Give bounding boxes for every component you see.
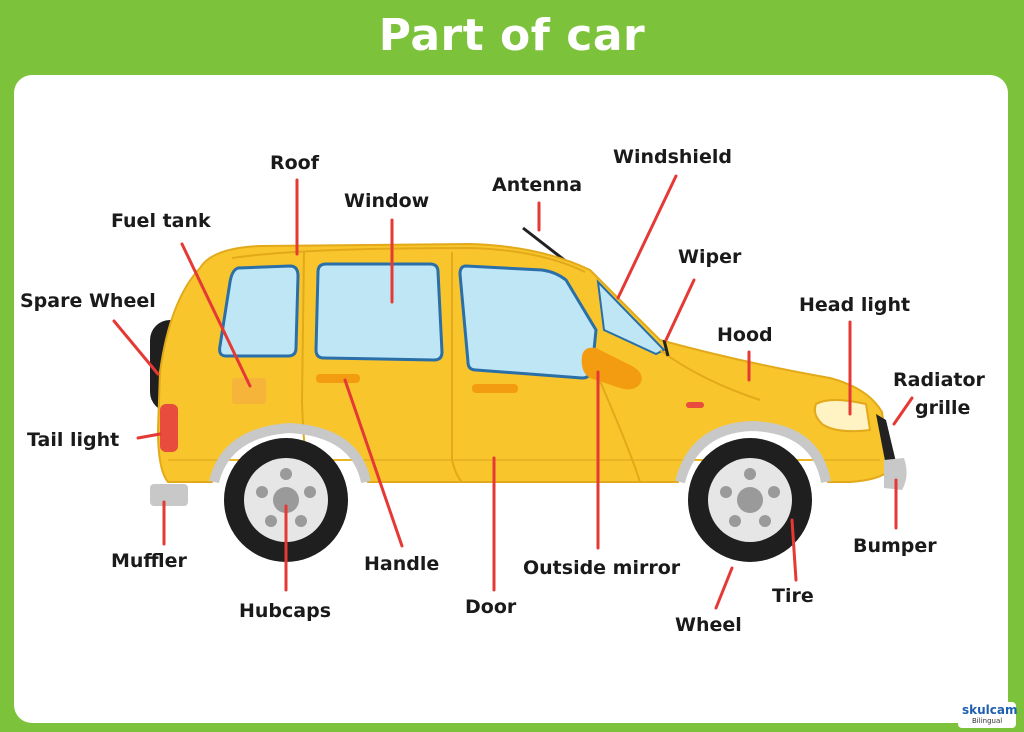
label-wiper: Wiper: [678, 246, 742, 268]
middle-window: [314, 262, 444, 362]
hood-line: [659, 349, 761, 401]
label-radiator-line2: grille: [915, 397, 971, 419]
fuel-tank-leader: [180, 242, 252, 388]
label-hubcaps: Hubcaps: [239, 600, 332, 622]
radiator-grille-shape: [876, 414, 896, 466]
label-spare-wheel: Spare Wheel: [20, 290, 156, 312]
wiper-leader: [664, 278, 696, 342]
label-hood: Hood: [717, 324, 773, 346]
label-tail-light: Tail light: [27, 429, 120, 451]
windshield-glass: [596, 279, 666, 356]
rear-handle-shape: [316, 374, 360, 383]
side-reflector: [686, 402, 704, 408]
label-head-light: Head light: [799, 294, 911, 316]
label-radiator-line1: Radiator: [893, 369, 985, 391]
label-wheel: Wheel: [675, 614, 742, 636]
label-muffler: Muffler: [111, 550, 187, 572]
radiator-grille-leader: [892, 396, 914, 426]
windshield-leader: [616, 174, 678, 300]
front-handle-shape: [472, 384, 518, 393]
label-outside-mirror: Outside mirror: [523, 557, 681, 579]
label-roof: Roof: [270, 152, 320, 174]
wiper-blade: [662, 339, 670, 357]
tail-light-shape: [160, 404, 178, 452]
label-handle: Handle: [364, 553, 440, 575]
spare-wheel-leader: [112, 319, 160, 376]
handle-leader: [343, 378, 404, 548]
head-light-shape: [813, 399, 872, 433]
fender-seam: [595, 371, 641, 483]
tire-leader: [790, 518, 798, 582]
rear-window: [218, 264, 300, 358]
label-antenna: Antenna: [492, 174, 583, 196]
label-windshield: Windshield: [613, 146, 732, 168]
label-window: Window: [344, 190, 430, 212]
rear-wheel: [224, 438, 348, 562]
label-tire: Tire: [772, 585, 814, 607]
tail-light-leader: [136, 432, 162, 440]
page-title: Part of car: [378, 10, 646, 61]
label-fuel-tank: Fuel tank: [111, 210, 211, 232]
rear-bumper-shape: [150, 484, 188, 506]
front-bumper-shape: [884, 458, 907, 490]
front-door-seam: [451, 252, 463, 483]
logo-line2: Bilingual: [972, 717, 1003, 725]
roof-line: [231, 246, 586, 273]
front-arch: [675, 420, 831, 484]
logo-line1: skulcam: [962, 703, 1018, 717]
wheel-leader: [714, 566, 734, 610]
label-door: Door: [465, 596, 517, 618]
rear-arch: [209, 422, 371, 484]
brand-logo: skulcam Bilingual: [958, 702, 1018, 728]
front-door-window: [458, 264, 598, 380]
front-wheel: [688, 438, 812, 562]
fuel-tank-cap: [232, 378, 266, 404]
label-bumper: Bumper: [853, 535, 937, 557]
